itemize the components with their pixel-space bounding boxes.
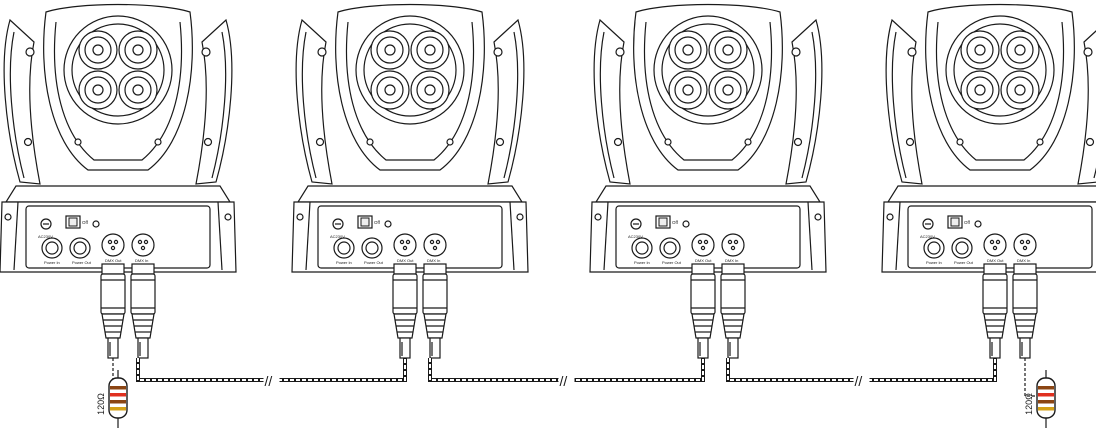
power-out-label: Power Out [72, 260, 92, 265]
terminator-left: 120Ω [96, 370, 128, 428]
power-switch-label: Off [82, 220, 89, 225]
power-switch-label: Off [374, 220, 381, 225]
dmx-in-label: DMX In [427, 258, 440, 263]
xlr-plug-dmx-in [720, 263, 746, 359]
power-in-label: Power In [634, 260, 650, 265]
xlr-plug-dmx-out [982, 263, 1008, 359]
xlr-plug-dmx-out [392, 263, 418, 359]
resistor-band [110, 400, 126, 404]
resistor-band [1038, 393, 1054, 397]
cables-layer: // // // [100, 263, 1038, 389]
dmx-out-label: DMX Out [695, 258, 712, 263]
dmx-out-label: DMX Out [987, 258, 1004, 263]
dmx-in-label: DMX In [135, 258, 148, 263]
line-break-gap [853, 372, 870, 388]
resistor-band [110, 393, 126, 397]
line-break-gap [558, 372, 575, 388]
power-in-label: Power In [44, 260, 60, 265]
line-break-symbol: // [855, 373, 863, 389]
dmx-cable-inner [727, 358, 996, 381]
resistor-band [110, 386, 126, 390]
dmx-out-label: DMX Out [397, 258, 414, 263]
power-in-label: Power In [336, 260, 352, 265]
power-out-label: Power Out [954, 260, 974, 265]
terminators-layer: 120Ω 120Ω [96, 358, 1056, 428]
resistor-band [1038, 386, 1054, 390]
power-in-label: Power In [926, 260, 942, 265]
resistor-value-label: 120Ω [96, 393, 106, 415]
line-break-symbol: // [265, 373, 273, 389]
fixture-drawing [881, 3, 1096, 273]
xlr-plug-dmx-in [422, 263, 448, 359]
xlr-plug-dmx-out [100, 263, 126, 359]
power-switch-label: Off [672, 220, 679, 225]
fixture-drawing [589, 3, 827, 273]
dmx-in-label: DMX In [725, 258, 738, 263]
power-out-label: Power Out [364, 260, 384, 265]
voltage-label: AC230V [330, 234, 345, 239]
terminator-right: 120Ω [1024, 370, 1056, 428]
voltage-label: AC230V [920, 234, 935, 239]
xlr-plug-dmx-out [690, 263, 716, 359]
xlr-plug-dmx-in [1012, 263, 1038, 359]
voltage-label: AC230V [38, 234, 53, 239]
resistor-band [1038, 407, 1054, 411]
power-switch-label: Off [964, 220, 971, 225]
dmx-in-label: DMX In [1017, 258, 1030, 263]
resistor-value-label: 120Ω [1024, 393, 1034, 415]
voltage-label: AC230V [628, 234, 643, 239]
dmx-cable-inner [137, 358, 406, 381]
xlr-plug-dmx-in [130, 263, 156, 359]
resistor-band [1038, 400, 1054, 404]
resistor-band [110, 407, 126, 411]
fixture-drawing [0, 3, 237, 273]
power-out-label: Power Out [662, 260, 682, 265]
fixture-drawing [291, 3, 529, 273]
line-break-symbol: // [560, 373, 568, 389]
dmx-out-label: DMX Out [105, 258, 122, 263]
line-break-gap [263, 372, 280, 388]
resistor-body [108, 377, 128, 419]
resistor-body [1036, 377, 1056, 419]
